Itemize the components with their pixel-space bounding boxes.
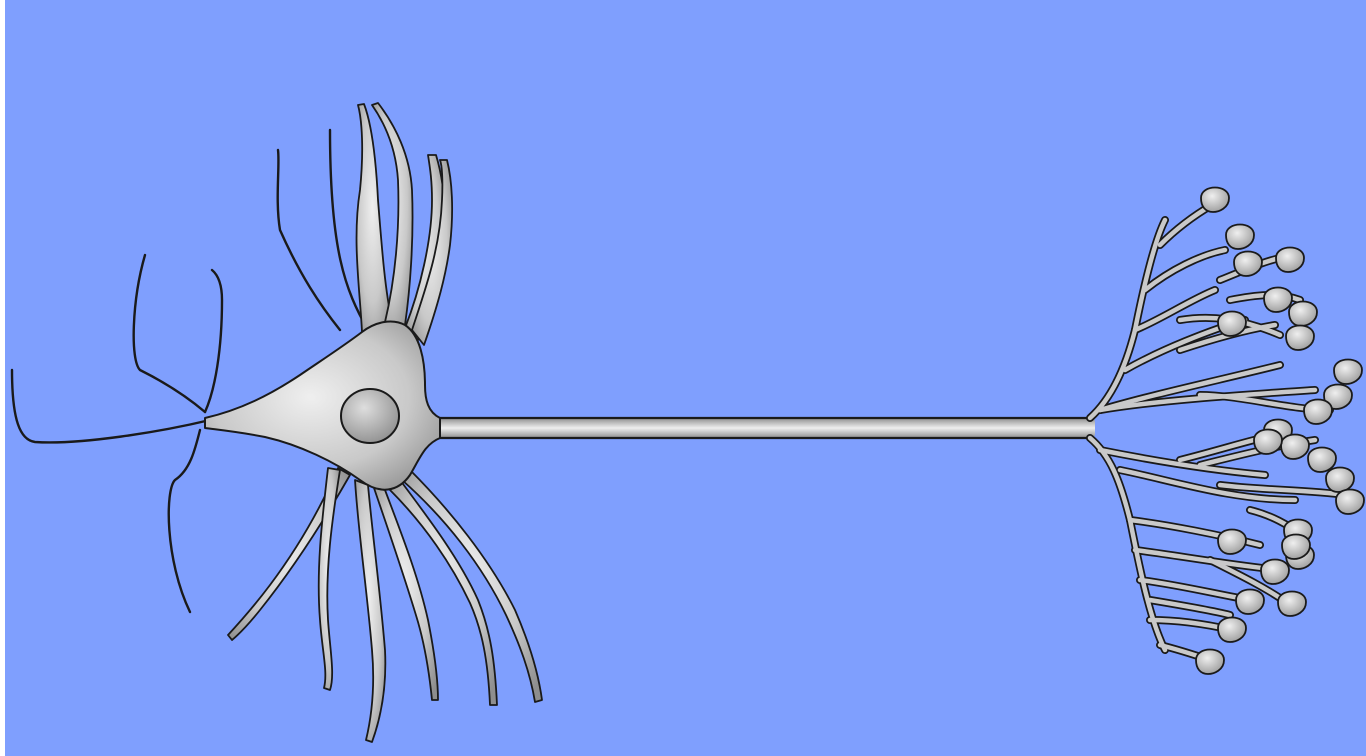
synaptic-bulb [1218,618,1246,643]
synaptic-bulb [1236,590,1264,615]
synaptic-bulb [1336,490,1364,515]
synaptic-bulb [1264,288,1292,313]
synaptic-bulb [1282,535,1310,560]
synaptic-bulb [1261,560,1289,585]
synaptic-bulb [1254,430,1282,455]
synaptic-bulb [1286,326,1314,351]
synaptic-bulb [1289,302,1317,327]
synaptic-bulb [1326,468,1354,493]
synaptic-bulb [1234,252,1262,277]
synaptic-bulb [1276,248,1304,273]
synaptic-bulb [1281,435,1309,460]
synaptic-bulb [1201,188,1229,213]
synaptic-bulb [1304,400,1332,425]
synaptic-bulb [1278,592,1306,617]
synaptic-bulb [1334,360,1362,385]
synaptic-bulb [1226,225,1254,250]
synaptic-bulb [1218,530,1246,555]
synaptic-bulb [1196,650,1224,675]
nucleus [341,389,399,443]
axon [425,418,1095,438]
synaptic-bulb [1218,312,1246,337]
